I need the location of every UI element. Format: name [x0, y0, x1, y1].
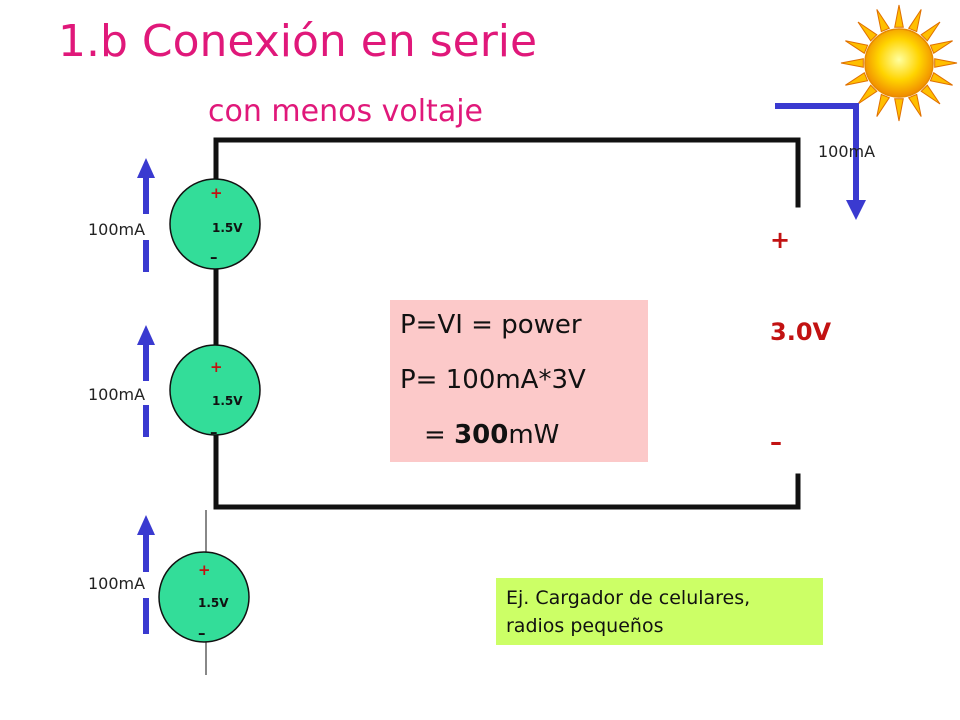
- current-arrow-up-1: [137, 158, 155, 272]
- sun-ray: [894, 4, 904, 28]
- power-formula-box: P=VI = power P= 100mA*3V = 300mW: [390, 300, 648, 462]
- cell-3-current-label: 100mA: [88, 574, 146, 593]
- sun-ray: [857, 84, 878, 105]
- current-arrow-up-3: [137, 515, 155, 634]
- sun-ray: [840, 58, 864, 68]
- sun-ray: [857, 21, 878, 42]
- power-line-1: P=VI = power: [400, 310, 582, 340]
- slide-subtitle: con menos voltaje: [208, 94, 483, 129]
- power-unit: mW: [508, 420, 560, 450]
- cell-1-plus: +: [210, 184, 223, 202]
- power-line-2: P= 100mA*3V: [400, 365, 586, 395]
- sun-ray: [845, 40, 869, 55]
- cell-3-minus: –: [198, 624, 206, 642]
- battery-cell-2: [169, 344, 261, 436]
- cell-2-plus: +: [210, 358, 223, 376]
- sun-ray: [876, 93, 891, 117]
- sun-ray: [907, 9, 922, 33]
- cell-1-current-label: 100mA: [88, 220, 146, 239]
- output-minus: –: [770, 428, 782, 456]
- cell-1-minus: –: [210, 248, 218, 266]
- cell-2-voltage: 1.5V: [212, 394, 243, 408]
- sun-ray: [929, 71, 953, 86]
- example-note-box: Ej. Cargador de celulares, radios pequeñ…: [496, 578, 823, 645]
- power-line-3: = 300mW: [424, 420, 559, 450]
- sun-ray: [876, 9, 891, 33]
- sun-ray: [845, 71, 869, 86]
- battery-cell-3: [158, 551, 250, 643]
- cell-3-voltage: 1.5V: [198, 596, 229, 610]
- cell-3-plus: +: [198, 561, 211, 579]
- current-arrow-up-2: [137, 325, 155, 437]
- sun-ray: [894, 98, 904, 122]
- current-arrow-down: [775, 103, 866, 220]
- sun-ray: [929, 40, 953, 55]
- output-voltage: 3.0V: [770, 318, 832, 346]
- sun-ray: [934, 58, 958, 68]
- note-line-1: Ej. Cargador de celulares,: [506, 587, 751, 609]
- slide-title: 1.b Conexión en serie: [58, 16, 538, 67]
- power-line-3-prefix: =: [424, 420, 455, 450]
- loop-current-label: 100mA: [818, 142, 876, 161]
- power-value: 300: [454, 420, 509, 450]
- sun-ray: [907, 93, 922, 117]
- cell-2-current-label: 100mA: [88, 385, 146, 404]
- cell-2-minus: –: [210, 423, 218, 441]
- battery-cell-1: [169, 178, 261, 270]
- sun-icon: [840, 4, 958, 122]
- sun-ray: [920, 21, 941, 42]
- note-line-2: radios pequeños: [506, 615, 664, 637]
- cell-1-voltage: 1.5V: [212, 221, 243, 235]
- sun-ray: [920, 84, 941, 105]
- output-plus: +: [770, 226, 791, 254]
